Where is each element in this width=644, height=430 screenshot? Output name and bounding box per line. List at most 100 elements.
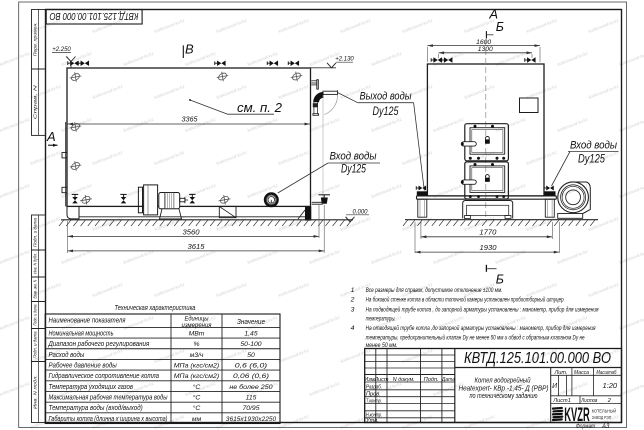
svg-text:На подводящей трубе котла ,: На подводящей трубе котла , до запорной … — [366, 305, 599, 313]
svg-text:Температура воды (вход/выход): Температура воды (вход/выход) — [49, 404, 143, 412]
svg-text:Подп. и дата: Подп. и дата — [33, 331, 39, 358]
svg-text:°С: °С — [193, 404, 201, 412]
svg-text:70/95: 70/95 — [242, 405, 259, 412]
svg-text:Dy125: Dy125 — [578, 152, 605, 166]
svg-text:Подп.: Подп. — [424, 377, 439, 383]
svg-text:Номинальная мощность: Номинальная мощность — [49, 330, 114, 337]
svg-text:Справ. N: Справ. N — [33, 84, 39, 119]
svg-text:КВТД.125.101.00.000 ВО: КВТД.125.101.00.000 ВО — [50, 10, 139, 22]
svg-text:Техническая характеристика: Техническая характеристика — [115, 303, 196, 312]
svg-text:Габариты котла (длинна х ширин: Габариты котла (длинна х ширина х высота… — [49, 415, 168, 423]
svg-text:ЗАВОД РЭП: ЗАВОД РЭП — [592, 415, 612, 420]
svg-text:°С: °С — [193, 383, 201, 391]
svg-text:1: 1 — [351, 287, 355, 294]
svg-text:см. п. 2: см. п. 2 — [237, 100, 283, 115]
svg-text:А: А — [46, 129, 56, 144]
svg-text:В: В — [185, 42, 194, 57]
svg-text:Инв. N дубл.: Инв. N дубл. — [33, 253, 39, 274]
svg-text:Рабочее давление воды: Рабочее давление воды — [49, 361, 118, 369]
svg-text:1770: 1770 — [479, 230, 496, 237]
svg-text:0,06 (0,6): 0,06 (0,6) — [233, 373, 269, 380]
svg-text:МПа (кгс/см2): МПа (кгс/см2) — [174, 373, 220, 380]
svg-text:мм: мм — [192, 416, 202, 423]
svg-text:Расход воды: Расход воды — [49, 351, 86, 359]
svg-text:1,45: 1,45 — [244, 330, 257, 337]
svg-text:Т.контр.: Т.контр. — [366, 398, 382, 404]
svg-text:Разраб.: Разраб. — [366, 384, 382, 390]
svg-text:50-100: 50-100 — [240, 341, 261, 348]
svg-text:Наименование показателя: Наименование показателя — [49, 318, 126, 325]
svg-text:Утв.: Утв. — [365, 418, 379, 424]
svg-text:Гидравлическое сопротивление к: Гидравлическое сопротивление котла — [49, 372, 160, 380]
svg-text:Дата: Дата — [441, 377, 455, 383]
svg-text:Лист: Лист — [552, 398, 568, 404]
svg-text:Dy125: Dy125 — [373, 106, 399, 118]
svg-text:Б: Б — [496, 273, 504, 287]
svg-text:1300: 1300 — [478, 46, 493, 53]
svg-text:Максимальная рабочая температу: Максимальная рабочая температура воды — [49, 393, 169, 401]
svg-text:по техническому заданию: по техническому заданию — [470, 391, 538, 400]
svg-text:А3: А3 — [601, 424, 610, 430]
svg-text:Перв. примен.: Перв. примен. — [33, 22, 39, 56]
svg-text:МВт: МВт — [189, 330, 205, 337]
svg-text:КОТЕЛЬНЫЙ: КОТЕЛЬНЫЙ — [592, 406, 616, 413]
svg-text:МПа (кгс/см2): МПа (кгс/см2) — [174, 362, 220, 369]
svg-text:Масса: Масса — [574, 370, 589, 376]
svg-text:%: % — [193, 341, 199, 348]
svg-text:температуры, предохранительный: температуры, предохранительный клапан Dу… — [366, 333, 585, 341]
svg-text:Формат: Формат — [576, 424, 595, 430]
svg-text:Вход воды: Вход воды — [570, 140, 617, 152]
svg-text:м3/ч: м3/ч — [190, 352, 204, 359]
svg-text:Изм.: Изм. — [364, 377, 376, 383]
svg-text:0,6 (6,0): 0,6 (6,0) — [235, 362, 267, 369]
svg-text:Диапазон рабочего регулировани: Диапазон рабочего регулирования — [48, 340, 150, 348]
svg-text:Единицы: Единицы — [185, 315, 209, 323]
svg-text:Подп. и дата: Подп. и дата — [33, 304, 39, 325]
svg-text:115: 115 — [246, 394, 257, 401]
svg-text:Инв. N подл.: Инв. N подл. — [33, 375, 39, 409]
svg-text:3365: 3365 — [182, 117, 198, 124]
svg-text:+2.130: +2.130 — [335, 57, 354, 63]
svg-text:Значение: Значение — [237, 319, 265, 326]
svg-text:На боковой стенке котла в обла: На боковой стенке котла в области топочн… — [366, 296, 564, 304]
svg-text:°С: °С — [193, 393, 201, 401]
svg-text:КВТД.125.101.00.000 ВО: КВТД.125.101.00.000 ВО — [464, 350, 611, 367]
svg-text:2: 2 — [607, 398, 612, 404]
svg-text:Все размеры для справок, допус: Все размеры для справок, допустимое откл… — [366, 286, 503, 294]
svg-text:Лист: Лист — [373, 377, 389, 383]
svg-text:Котел водогрейный: Котел водогрейный — [475, 376, 531, 385]
svg-text:Масштаб: Масштаб — [596, 370, 617, 376]
svg-text:температуры.: температуры. — [366, 316, 396, 323]
svg-text:KVZR: KVZR — [564, 405, 590, 426]
svg-text:2: 2 — [350, 297, 355, 304]
svg-text:1:20: 1:20 — [602, 381, 617, 390]
svg-text:Температура уходящих газов: Температура уходящих газов — [49, 383, 134, 391]
svg-text:Пров.: Пров. — [366, 391, 381, 397]
svg-text:+2.250: +2.250 — [52, 47, 71, 53]
svg-text:Dy125: Dy125 — [341, 164, 366, 176]
svg-text:N докум.: N докум. — [393, 377, 415, 383]
svg-text:Выход воды: Выход воды — [360, 90, 412, 102]
svg-text:3560: 3560 — [183, 229, 200, 236]
svg-text:3: 3 — [351, 306, 355, 313]
svg-text:Листов: Листов — [581, 398, 598, 404]
svg-text:50: 50 — [247, 352, 255, 359]
svg-text:4: 4 — [351, 325, 355, 332]
svg-text:Вход воды: Вход воды — [330, 151, 377, 163]
svg-text:3615: 3615 — [188, 244, 205, 251]
svg-text:1600: 1600 — [476, 39, 491, 46]
svg-text:Н.контр.: Н.контр. — [366, 412, 382, 418]
svg-text:не более 250: не более 250 — [229, 383, 272, 391]
svg-text:И: И — [552, 383, 558, 390]
svg-text:1: 1 — [568, 398, 571, 404]
svg-text:Подп. и дата: Подп. и дата — [33, 218, 39, 247]
svg-text:3615х1930х2250: 3615х1930х2250 — [226, 416, 277, 423]
svg-text:Взам. инв. N: Взам. инв. N — [33, 280, 39, 299]
svg-text:Б: Б — [496, 20, 504, 34]
svg-text:А: А — [488, 7, 498, 22]
svg-text:1930: 1930 — [480, 245, 497, 252]
svg-text:измерения: измерения — [182, 322, 212, 329]
svg-text:менее 50 мм.: менее 50 мм. — [366, 342, 398, 349]
svg-text:Лит.: Лит. — [553, 370, 567, 376]
svg-text:0.000: 0.000 — [352, 210, 368, 216]
